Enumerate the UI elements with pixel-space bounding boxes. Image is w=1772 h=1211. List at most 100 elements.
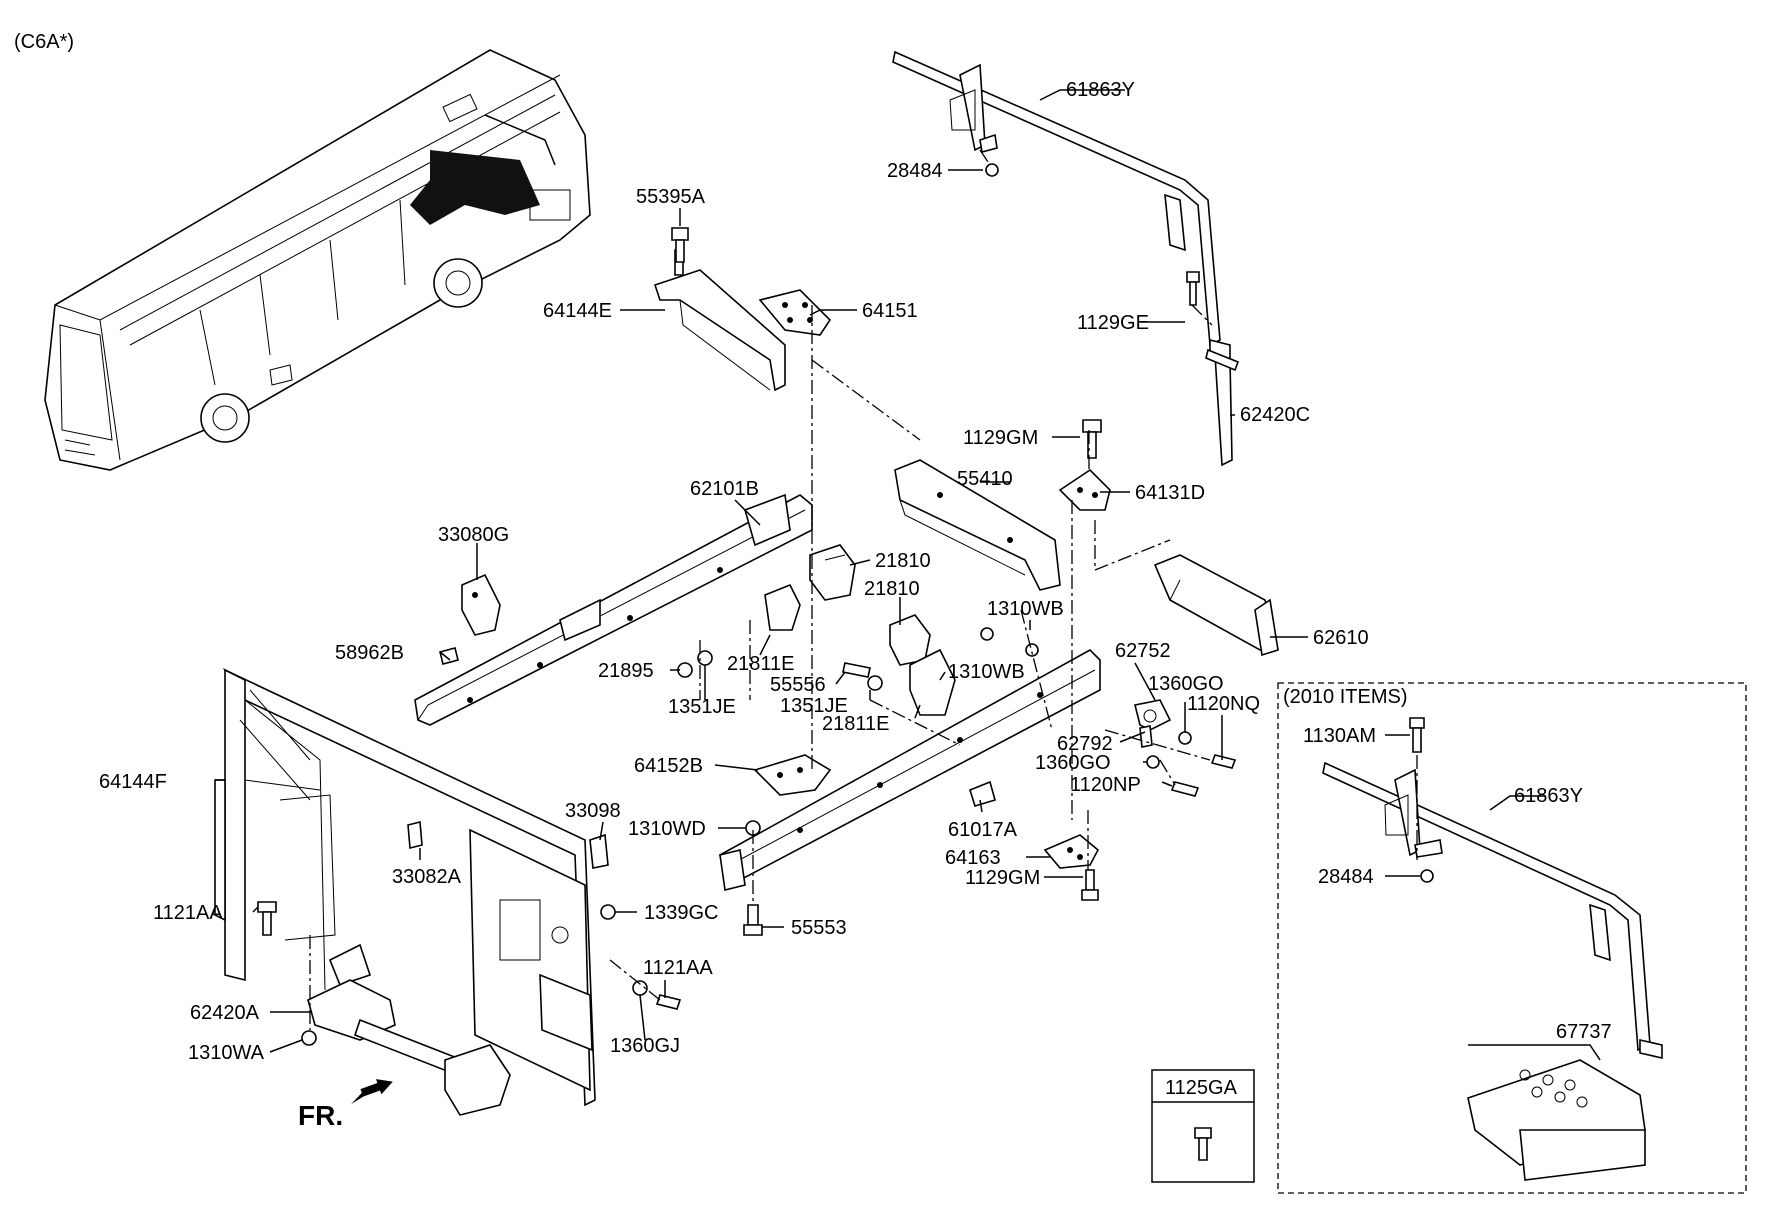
- label-1310WB-b[interactable]: 1310WB: [948, 661, 1025, 683]
- label-1360GO-b[interactable]: 1360GO: [1035, 752, 1111, 774]
- label-62792[interactable]: 62792: [1057, 733, 1113, 755]
- callout-box-label[interactable]: 1125GA: [1165, 1077, 1238, 1099]
- label-64144F[interactable]: 64144F: [99, 771, 167, 793]
- bolt-1120NP: [1170, 781, 1200, 797]
- nut-1310WA: [301, 1030, 317, 1046]
- clip-28484: [979, 133, 998, 153]
- bracket-62420A: [307, 979, 511, 1116]
- label-1129GM-bottom[interactable]: 1129GM: [965, 867, 1040, 889]
- front-direction-marker: FR.: [298, 1079, 393, 1131]
- washer-1360GO-a: [1178, 731, 1192, 745]
- label-64163[interactable]: 64163: [945, 847, 1001, 869]
- bracket-33080G: [461, 573, 501, 636]
- label-55556[interactable]: 55556: [770, 674, 826, 696]
- label-55553[interactable]: 55553: [791, 917, 847, 939]
- label-28484-inset[interactable]: 28484: [1318, 866, 1374, 888]
- nut-28484: [985, 163, 999, 177]
- bolt-1129GM-top: [1082, 419, 1102, 459]
- label-1129GM-top[interactable]: 1129GM: [963, 427, 1038, 449]
- model-code: (C6A*): [14, 31, 74, 53]
- mount-21811E-a: [764, 583, 801, 631]
- label-62101B[interactable]: 62101B: [690, 478, 759, 500]
- label-1351JE-b[interactable]: 1351JE: [780, 695, 848, 717]
- label-1360GO-a[interactable]: 1360GO: [1148, 673, 1224, 695]
- bolt-1121AA-a: [257, 901, 277, 936]
- label-1310WA[interactable]: 1310WA: [188, 1042, 265, 1064]
- bolt-1120NQ: [1210, 754, 1237, 769]
- bracket-33082A: [407, 820, 423, 850]
- bolt-55556: [842, 662, 871, 678]
- member-62610: [1153, 554, 1279, 657]
- label-1121AA-b[interactable]: 1121AA: [643, 957, 713, 979]
- dashed-centerlines: [309, 149, 1213, 1030]
- label-28484[interactable]: 28484: [887, 160, 943, 182]
- rail-lower-right: [719, 649, 1101, 891]
- label-64151[interactable]: 64151: [862, 300, 918, 322]
- label-1351JE-a[interactable]: 1351JE: [668, 696, 736, 718]
- plate-64151: [758, 289, 832, 336]
- bracket-62420C: [1205, 348, 1240, 467]
- label-1339GC[interactable]: 1339GC: [644, 902, 719, 924]
- label-33098[interactable]: 33098: [565, 800, 621, 822]
- bolt-55395A: [671, 227, 689, 263]
- inset-2010-items: (2010 ITEMS) 1130AM 61863Y 28484 67737: [1277, 682, 1747, 1194]
- label-1120NP[interactable]: 1120NP: [1070, 774, 1141, 796]
- label-61863Y[interactable]: 61863Y: [1066, 79, 1135, 101]
- bracket-61017A: [969, 780, 996, 807]
- label-62420A[interactable]: 62420A: [190, 1002, 260, 1024]
- label-1310WB-a[interactable]: 1310WB: [987, 598, 1064, 620]
- washer-1339GC: [600, 904, 616, 920]
- frame-61863Y: [892, 50, 1231, 362]
- nut-1310WB-a: [980, 627, 994, 641]
- label-64152B[interactable]: 64152B: [634, 755, 703, 777]
- label-1129GE[interactable]: 1129GE: [1077, 312, 1149, 334]
- label-55410[interactable]: 55410: [957, 468, 1013, 490]
- label-33080G[interactable]: 33080G: [438, 524, 509, 546]
- rail-62101B: [414, 493, 813, 726]
- plate-67737: [1467, 1059, 1646, 1181]
- label-62752[interactable]: 62752: [1115, 640, 1171, 662]
- label-61863Y-inset[interactable]: 61863Y: [1514, 785, 1583, 807]
- label-64131D[interactable]: 64131D: [1135, 482, 1205, 504]
- bus-illustration: [44, 49, 591, 471]
- bolt-1121AA-b: [655, 994, 682, 1010]
- label-1120NQ[interactable]: 1120NQ: [1187, 693, 1260, 715]
- callout-box-1125GA: 1125GA: [1151, 1069, 1255, 1183]
- label-1360GJ[interactable]: 1360GJ: [610, 1035, 680, 1057]
- label-61017A[interactable]: 61017A: [948, 819, 1018, 841]
- label-1130AM[interactable]: 1130AM: [1303, 725, 1376, 747]
- label-64144E[interactable]: 64144E: [543, 300, 612, 322]
- inset-title: (2010 ITEMS): [1283, 686, 1407, 708]
- label-1121AA-a[interactable]: 1121AA: [153, 902, 223, 924]
- label-58962B[interactable]: 58962B: [335, 642, 404, 664]
- mount-21811E-b: [909, 648, 956, 716]
- washer-1351JE-b: [867, 675, 883, 691]
- label-21811E-a[interactable]: 21811E: [727, 653, 794, 675]
- nut-21895: [677, 662, 693, 678]
- label-21895[interactable]: 21895: [598, 660, 654, 682]
- bracket-62752: [1134, 699, 1172, 731]
- plate-64152B: [753, 754, 832, 796]
- member-64144E: [653, 249, 786, 392]
- label-62610[interactable]: 62610: [1313, 627, 1369, 649]
- label-33082A[interactable]: 33082A: [392, 866, 462, 888]
- label-67737[interactable]: 67737: [1556, 1021, 1612, 1043]
- bracket-33098: [589, 833, 609, 869]
- label-21810-a[interactable]: 21810: [875, 550, 931, 572]
- bolt-1129GM-bottom: [1081, 869, 1099, 901]
- bolt-1129GE: [1186, 271, 1200, 306]
- leader-lines: [215, 89, 1308, 1053]
- link-62792: [1139, 725, 1153, 748]
- frame-64144F: [214, 668, 596, 1107]
- label-62420C[interactable]: 62420C: [1240, 404, 1310, 426]
- label-55395A[interactable]: 55395A: [636, 186, 706, 208]
- member-55410: [894, 459, 1061, 591]
- plate-64163: [1043, 834, 1100, 869]
- label-1310WD[interactable]: 1310WD: [628, 818, 706, 840]
- nut-1310WB-b: [1025, 643, 1039, 657]
- mount-21810-a: [809, 544, 856, 601]
- label-21811E-b[interactable]: 21811E: [822, 713, 889, 735]
- part-labels: 61863Y 28484 55395A 64144E 64151 1129GE …: [99, 79, 1369, 1064]
- plate-64131D: [1058, 468, 1111, 511]
- label-21810-b[interactable]: 21810: [864, 578, 920, 600]
